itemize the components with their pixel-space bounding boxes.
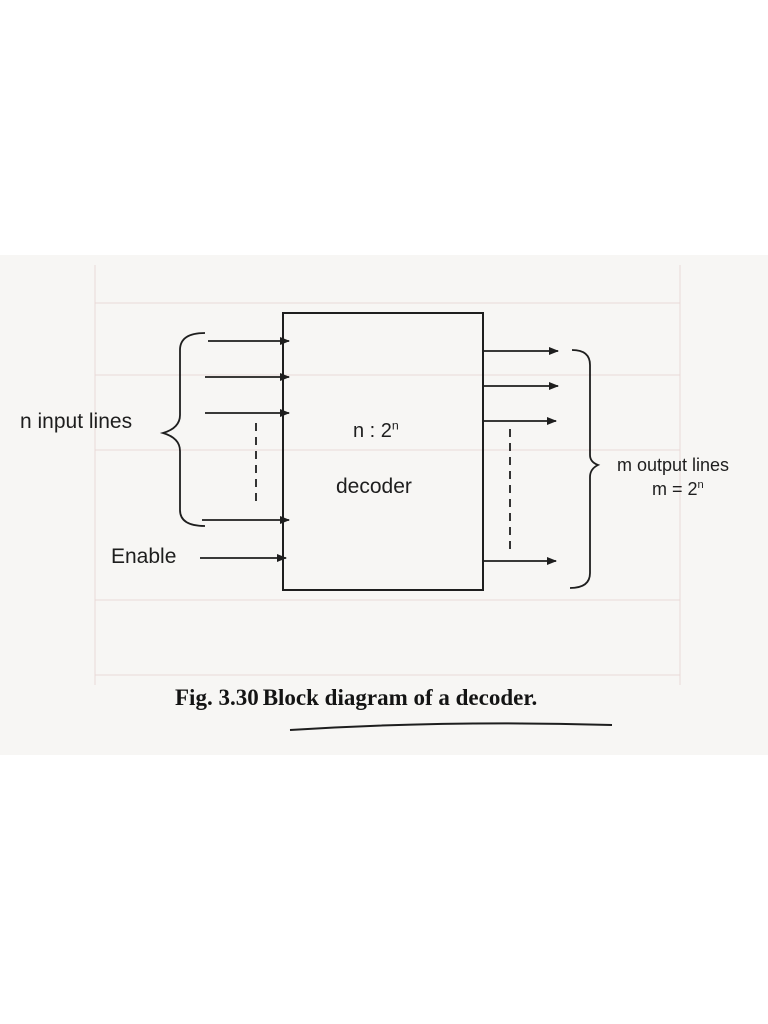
figure-title: Block diagram of a decoder. <box>262 685 538 710</box>
enable-label: Enable <box>111 545 177 568</box>
decoder-block <box>282 312 484 591</box>
decoder-ratio-label: n : 2n <box>353 418 399 442</box>
decoder-diagram <box>94 265 681 731</box>
faint-table-grid <box>94 265 681 685</box>
book-page: n : 2n decoder n input lines Enable m ou… <box>0 255 768 755</box>
input-brace <box>159 332 206 527</box>
output-brace <box>569 349 601 589</box>
output-formula-label: m = 2n <box>652 479 704 499</box>
decoder-name-label: decoder <box>336 475 412 498</box>
input-lines-label: n input lines <box>20 410 133 433</box>
output-lines-label: m output lines <box>617 455 730 475</box>
figure-number: Fig. 3.30 <box>175 685 259 710</box>
caption-underline <box>289 722 613 731</box>
